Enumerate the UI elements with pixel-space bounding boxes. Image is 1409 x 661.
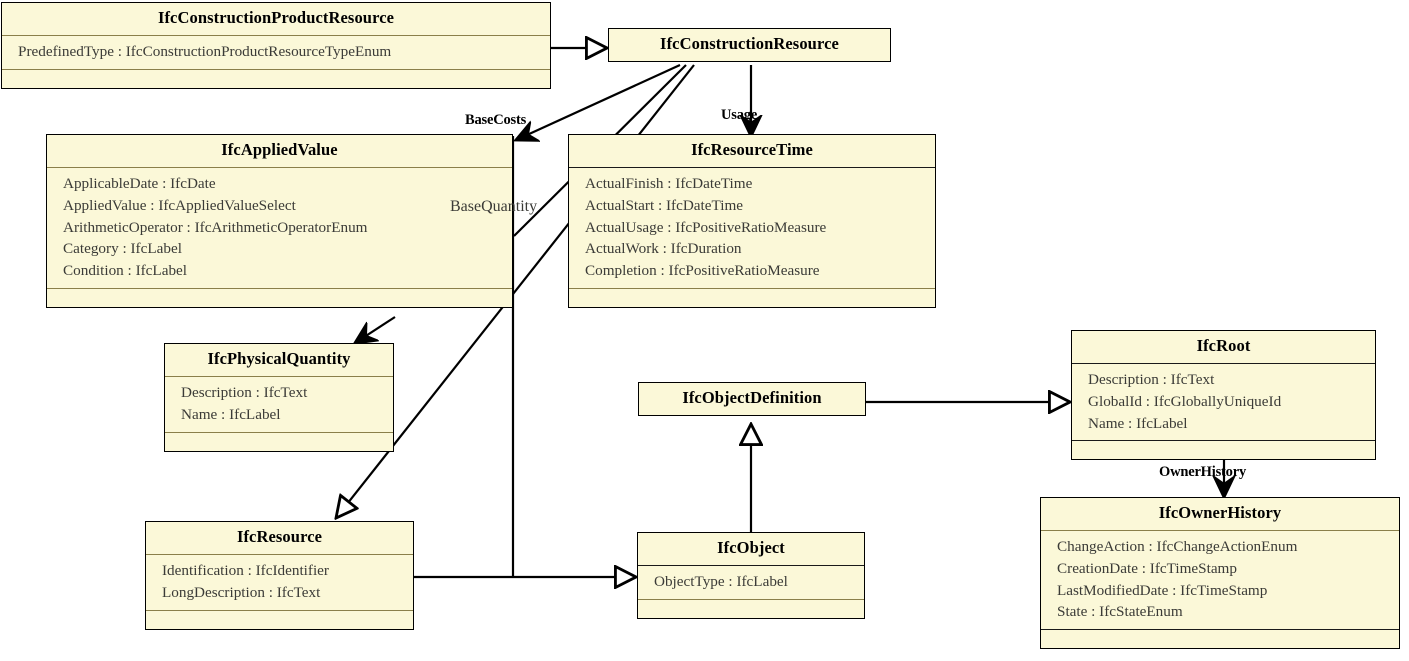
attribute-list: Identification : IfcIdentifier LongDescr… [146,555,413,610]
class-title: IfcConstructionResource [660,34,839,53]
class-ifc-resource-time[interactable]: IfcResourceTime ActualFinish : IfcDateTi… [568,134,936,309]
operation-list [1041,630,1399,648]
attribute-item: Condition : IfcLabel [63,262,187,280]
attribute-item: ActualUsage : IfcPositiveRatioMeasure [585,218,827,236]
compartment-divider [638,598,864,600]
attribute-item: LastModifiedDate : IfcTimeStamp [1057,581,1268,599]
attribute-item: AppliedValue : IfcAppliedValueSelect [63,196,296,214]
attribute-item: Completion : IfcPositiveRatioMeasure [585,262,820,280]
edge-label-base-quantity: BaseQuantity [450,198,538,215]
attribute-list: PredefinedType : IfcConstructionProductR… [2,36,550,69]
operation-list [569,289,935,307]
attribute-item: ObjectType : IfcLabel [654,572,788,590]
class-title: IfcOwnerHistory [1158,503,1282,522]
attribute-item: ActualFinish : IfcDateTime [585,174,753,192]
attribute-item: Description : IfcText [1088,370,1215,388]
compartment-divider [146,553,413,555]
class-title: IfcObject [717,538,785,557]
class-ifc-construction-resource[interactable]: IfcConstructionResource [608,28,891,62]
compartment-divider [47,166,512,168]
attribute-item: GlobalId : IfcGloballyUniqueId [1088,392,1282,410]
attribute-item: CreationDate : IfcTimeStamp [1057,559,1237,577]
attribute-item: ArithmeticOperator : IfcArithmeticOperat… [63,218,368,236]
attribute-list: ApplicableDate : IfcDate AppliedValue : … [47,168,512,288]
class-title: IfcRoot [1196,336,1251,355]
class-title: IfcConstructionProductResource [157,8,395,27]
compartment-divider [1041,629,1399,631]
attribute-item: Name : IfcLabel [1088,414,1188,432]
attribute-item: Category : IfcLabel [63,240,182,258]
compartment-divider [569,288,935,290]
class-title: IfcResourceTime [691,140,813,159]
attribute-item: ChangeAction : IfcChangeActionEnum [1057,537,1298,555]
attribute-list: ChangeAction : IfcChangeActionEnum Creat… [1041,531,1399,629]
compartment-divider [569,166,935,168]
compartment-divider [1072,362,1375,364]
edge-label-base-costs: BaseCosts [465,112,527,128]
attribute-item: Name : IfcLabel [181,405,281,423]
class-ifc-root[interactable]: IfcRoot Description : IfcText GlobalId :… [1071,330,1376,461]
attribute-item: ActualStart : IfcDateTime [585,196,744,214]
compartment-divider [1072,440,1375,442]
class-title: IfcAppliedValue [221,140,338,159]
class-ifc-object-definition[interactable]: IfcObjectDefinition [638,382,866,416]
attribute-item: ActualWork : IfcDuration [585,240,742,258]
class-title: IfcObjectDefinition [682,388,822,407]
attribute-list: Description : IfcText GlobalId : IfcGlob… [1072,364,1375,440]
edge-appliedvalue-to-physicalquantity [355,316,396,343]
class-title: IfcPhysicalQuantity [207,349,351,368]
operation-list [47,289,512,307]
operation-list [1072,441,1375,459]
class-ifc-resource[interactable]: IfcResource Identification : IfcIdentifi… [145,521,414,630]
compartment-divider [638,564,864,566]
operation-list [638,600,864,618]
compartment-divider [1041,529,1399,531]
attribute-list: ActualFinish : IfcDateTime ActualStart :… [569,168,935,288]
class-title: IfcResource [236,527,323,546]
attribute-item: Identification : IfcIdentifier [162,561,329,579]
attribute-list: Description : IfcText Name : IfcLabel [165,377,393,432]
operation-list [2,70,550,88]
compartment-divider [146,609,413,611]
edge-label-owner-history: OwnerHistory [1159,464,1247,480]
class-ifc-object[interactable]: IfcObject ObjectType : IfcLabel [637,532,865,619]
operation-list [146,611,413,629]
compartment-divider [165,375,393,377]
attribute-item: LongDescription : IfcText [162,583,321,601]
class-ifc-physical-quantity[interactable]: IfcPhysicalQuantity Description : IfcTex… [164,343,394,452]
attribute-item: PredefinedType : IfcConstructionProductR… [18,42,392,60]
edge-label-usage: Usage [721,107,758,123]
attribute-item: Description : IfcText [181,383,308,401]
compartment-divider [2,68,550,70]
class-ifc-applied-value[interactable]: IfcAppliedValue ApplicableDate : IfcDate… [46,134,513,309]
compartment-divider [165,431,393,433]
attribute-item: State : IfcStateEnum [1057,603,1183,621]
attribute-item: ApplicableDate : IfcDate [63,174,216,192]
operation-list [165,433,393,451]
attribute-list: ObjectType : IfcLabel [638,566,864,599]
compartment-divider [2,34,550,36]
class-ifc-construction-product-resource[interactable]: IfcConstructionProductResource Predefine… [1,2,551,89]
class-ifc-owner-history[interactable]: IfcOwnerHistory ChangeAction : IfcChange… [1040,497,1400,650]
compartment-divider [47,288,512,290]
